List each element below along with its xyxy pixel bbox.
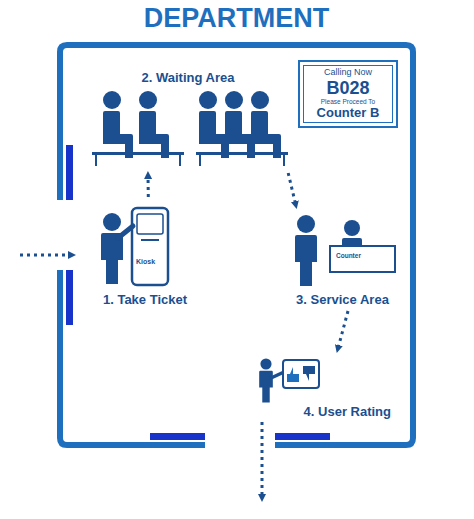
kiosk: [101, 208, 168, 285]
door-bar: [275, 433, 330, 440]
station-area: 4. User Rating: [250, 352, 395, 422]
flow-arrow: [338, 311, 348, 349]
room: DEPARTMENT1. Take Ticket2. Waiting Area3…: [60, 45, 413, 445]
title: DEPARTMENT: [144, 3, 330, 33]
step-label: 4. User Rating: [304, 404, 391, 419]
door-bar: [66, 145, 73, 200]
station-area: 1. Take Ticket: [90, 198, 200, 310]
board-text: Please Proceed To: [321, 98, 375, 105]
station-area: 2. Waiting Area: [88, 66, 288, 172]
door-bar: [150, 433, 205, 440]
board-text: Calling Now: [324, 67, 372, 77]
step-label: 1. Take Ticket: [103, 292, 187, 307]
flow-arrow: [288, 173, 296, 205]
part-label: Counter: [336, 252, 361, 259]
exit-arrow: [261, 422, 264, 498]
board-text: B028: [326, 78, 369, 99]
rating-tablet: [259, 358, 319, 402]
step-label: 2. Waiting Area: [142, 70, 235, 85]
service-counter: [295, 215, 395, 286]
display-board: Calling NowB028Please Proceed ToCounter …: [298, 60, 398, 128]
step-label: 3. Service Area: [296, 292, 389, 307]
door-bar: [66, 270, 73, 325]
entrance-arrow: [20, 254, 72, 257]
flow-arrow: [147, 175, 150, 197]
part-label: Kiosk: [136, 258, 155, 265]
waiting-people: [92, 91, 288, 166]
board-text: Counter B: [317, 106, 380, 121]
room-wall: [60, 45, 413, 445]
station-area: 3. Service Area: [285, 208, 400, 310]
